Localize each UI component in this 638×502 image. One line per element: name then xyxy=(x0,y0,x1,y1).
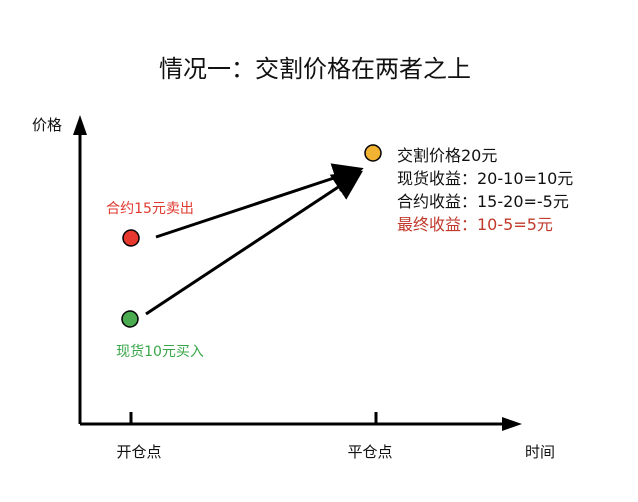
x-axis-arrowhead xyxy=(502,417,522,431)
contract-label: 合约15元卖出 xyxy=(106,201,194,217)
contract-point xyxy=(122,229,140,247)
info-contract-profit: 合约收益：15-20=-5元 xyxy=(397,192,569,211)
spot-point xyxy=(121,310,139,328)
x-axis-label: 时间 xyxy=(525,443,555,461)
spot-label: 现货10元买入 xyxy=(116,343,204,360)
tick-label-open: 开仓点 xyxy=(116,443,161,461)
y-axis-arrowhead xyxy=(73,115,87,135)
diagram-title: 情况一：交割价格在两者之上 xyxy=(159,55,471,83)
delivery-point xyxy=(364,144,382,162)
info-final-profit: 最终收益：10-5=5元 xyxy=(397,215,553,234)
y-axis-label: 价格 xyxy=(32,116,62,134)
info-delivery-price: 交割价格20元 xyxy=(397,146,497,165)
arrow-contract-to-delivery xyxy=(155,163,364,239)
arrow-spot-to-delivery xyxy=(145,170,364,316)
tick-label-close: 平仓点 xyxy=(347,443,392,461)
info-spot-profit: 现货收益：20-10=10元 xyxy=(397,169,573,188)
